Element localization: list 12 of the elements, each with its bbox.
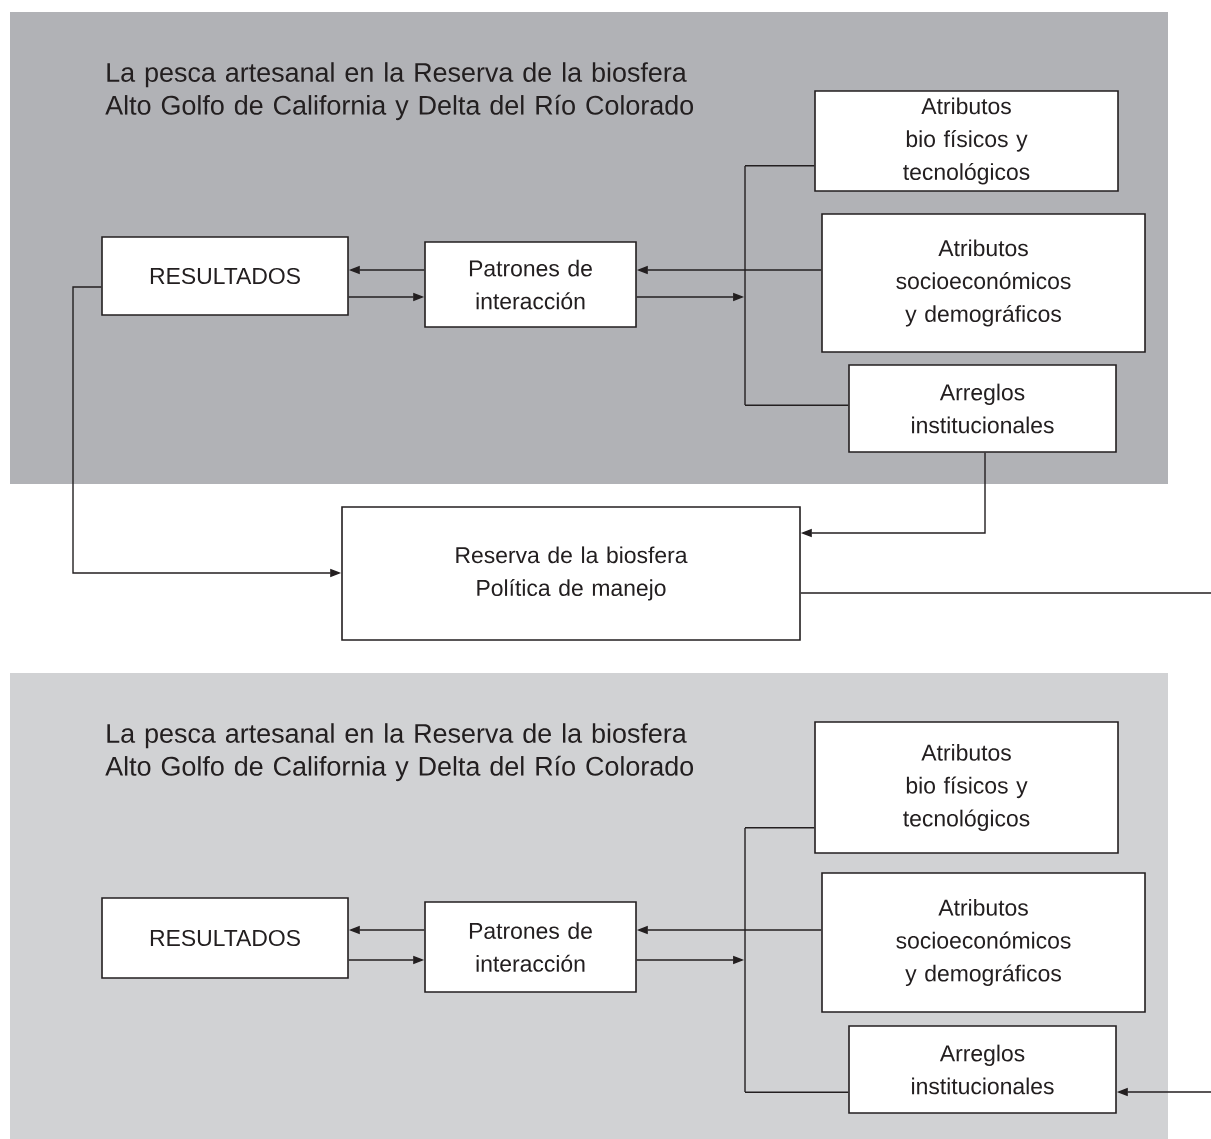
process-box: Atributos bio físicos y tecnológicos (814, 90, 1119, 192)
process-box: Patrones de interacción (424, 901, 637, 993)
process-box: Atributos socioeconómicos y demográficos (821, 872, 1146, 1013)
process-box: Patrones de interacción (424, 241, 637, 328)
process-box: Atributos bio físicos y tecnológicos (814, 721, 1119, 854)
process-box: Arreglos institucionales (848, 1025, 1117, 1114)
process-box: RESULTADOS (101, 897, 349, 979)
process-box: Reserva de la biosfera Política de manejo (341, 506, 801, 641)
arrow (800, 592, 1211, 1097)
process-box: Arreglos institucionales (848, 364, 1117, 453)
process-box: Atributos socioeconómicos y demográficos (821, 213, 1146, 353)
process-box: RESULTADOS (101, 236, 349, 316)
